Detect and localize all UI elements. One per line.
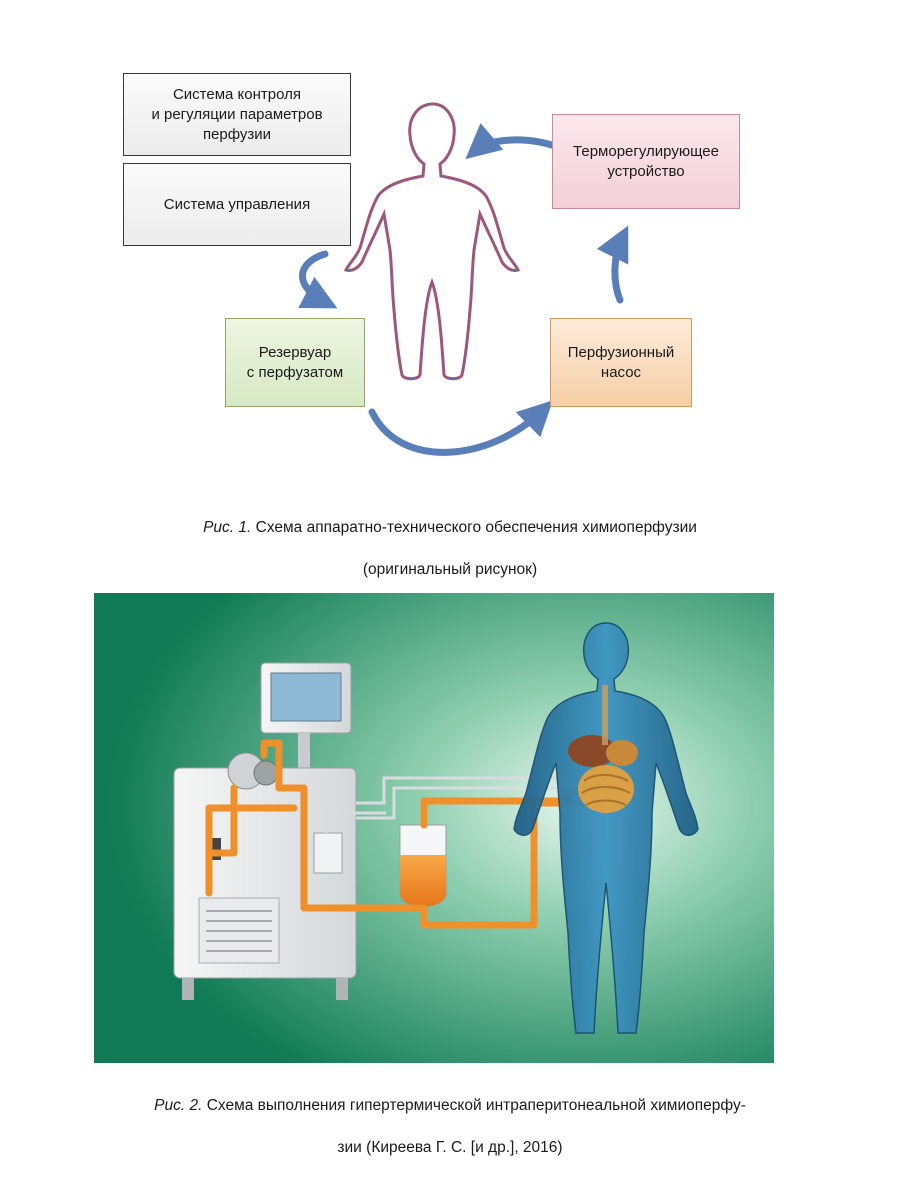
- human-silhouette-outline: [343, 102, 521, 381]
- perfusion-machine: [173, 662, 357, 1000]
- arrow-reservoir-to-pump: [368, 400, 554, 456]
- figure-2-caption: Рис. 2. Схема выполнения гипертермическо…: [0, 1074, 900, 1179]
- figure-2-label: Рис. 2.: [154, 1097, 203, 1114]
- human-body-illustration: [513, 622, 699, 1034]
- figure-2-caption-line1: Схема выполнения гипертермической интрап…: [206, 1097, 746, 1114]
- figure-2-caption-line2: зии (Киреева Г. С. [и др.], 2016): [337, 1139, 563, 1156]
- arrow-system-to-reservoir: [298, 250, 338, 309]
- stomach-icon: [606, 740, 638, 766]
- box-perfusion-pump: Перфузионный насос: [550, 318, 692, 407]
- figure-1-caption-line2: (оригинальный рисунок): [362, 561, 538, 578]
- reservoir-canister: [313, 824, 447, 907]
- arrow-thermo-to-body: [465, 123, 564, 160]
- box-perfusate-reservoir: Резервуар с перфузатом: [225, 318, 365, 407]
- arrow-pump-to-thermo: [596, 225, 629, 304]
- figure-1-caption: Рис. 1. Схема аппаратно-технического обе…: [0, 496, 900, 601]
- figure-1-label: Рис. 1.: [203, 519, 252, 536]
- box-management-system: Система управления: [123, 163, 351, 246]
- monitor-screen: [270, 672, 342, 722]
- figure-1-caption-line1: Схема аппаратно-технического обеспечения…: [255, 519, 697, 536]
- illustration-figure-2: [94, 593, 774, 1063]
- box-perfusion-control-system: Система контроля и регуляции параметров …: [123, 73, 351, 156]
- diagram-figure-1: [298, 102, 629, 456]
- box-thermoregulating-device: Терморегулирующее устройство: [552, 114, 740, 209]
